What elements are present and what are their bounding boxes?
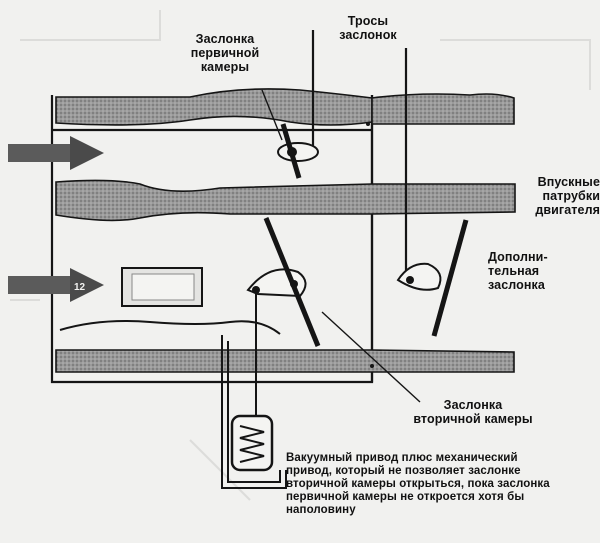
label-primary-damper: Заслонка первичной камеры (190, 32, 260, 74)
air-flow-arrow-bottom (8, 268, 104, 302)
vacuum-bellows (230, 414, 274, 472)
label-secondary-damper: Заслонка вторичной камеры (413, 398, 533, 426)
lower-wall-bulge (59, 320, 281, 335)
additional-damper (396, 219, 469, 337)
secondary-damper (246, 217, 321, 347)
small-marks (366, 122, 374, 368)
carburetor-housing (50, 95, 374, 384)
middle-wall-hatched (55, 179, 516, 222)
label-damper-cables: Тросы заслонок (339, 14, 397, 42)
primary-damper (277, 123, 319, 179)
damper-cables (311, 30, 408, 280)
label-additional-damper: Дополни- тельная заслонка (488, 250, 548, 292)
upper-wall-hatched (55, 88, 373, 126)
background-ghost-lines (10, 10, 591, 501)
vacuum-linkage (221, 292, 287, 489)
lower-wall-hatched (55, 349, 515, 373)
label-engine-inlet-pipes: Впускные патрубки двигателя (535, 175, 600, 217)
label-vacuum-drive-note: Вакуумный привод плюс механический приво… (286, 452, 550, 516)
leader-lines (261, 89, 421, 403)
arrow-badge: 12 (74, 282, 86, 293)
secondary-chamber-insert-inner (131, 273, 195, 301)
upper-wall-right-hatched (371, 93, 515, 125)
air-flow-arrow-top (8, 136, 104, 170)
